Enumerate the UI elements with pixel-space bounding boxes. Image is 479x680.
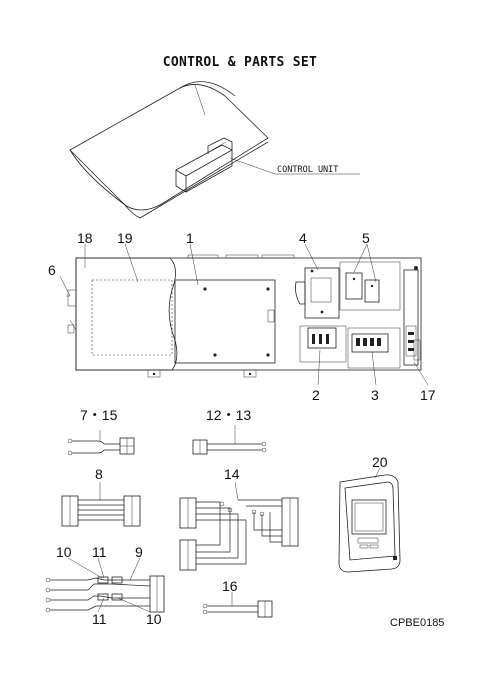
control-unit-leader [229,157,360,175]
main-control-panel [75,254,422,371]
callout-9: 9 [135,544,143,560]
callout-14: 14 [224,466,240,482]
callout-16: 16 [222,578,238,594]
part-19-insulator [91,279,173,356]
callout-17: 17 [420,387,436,403]
part-4-transformer [295,267,340,319]
callout-12-13: 12・13 [206,407,251,423]
part-5-relays [339,261,401,311]
callout-11-bottom: 11 [92,611,107,627]
part-6-fitting [66,289,77,334]
callout-5: 5 [362,230,370,246]
callout-4: 4 [299,230,307,246]
callout-10-top: 10 [56,544,72,560]
harness-12-13 [192,425,267,455]
part-17-holder [403,266,421,366]
part-2-terminal-block [299,325,347,363]
diagram-title: CONTROL & PARTS SET [163,55,317,70]
control-unit-housing [69,81,269,219]
panel-leader-lines [59,243,429,386]
panel-mounting-tabs [147,369,257,378]
callout-18: 18 [77,230,93,246]
figure-code: CPBE0185 [390,617,444,629]
control-unit-module [175,137,233,193]
part-1-pcb [174,279,276,364]
part-18-cover [76,257,178,371]
callout-6: 6 [48,262,56,278]
callout-7-15: 7・15 [80,407,118,423]
part-20-remote-controller [338,467,401,573]
callout-8: 8 [95,466,103,482]
callout-3: 3 [371,387,379,403]
part-3-terminal-strip [347,327,401,369]
harness-16 [202,592,273,618]
callout-1: 1 [186,230,194,246]
harness-8 [61,482,141,527]
callout-2: 2 [312,387,320,403]
callout-19: 19 [117,230,133,246]
harness-14 [179,481,299,571]
harness-9-10-11 [45,557,165,613]
callout-11-top: 11 [92,544,107,560]
control-unit-label: CONTROL UNIT [277,165,338,175]
callout-10-bottom: 10 [146,611,162,627]
harness-7-15 [67,430,135,456]
callout-20: 20 [372,454,388,470]
